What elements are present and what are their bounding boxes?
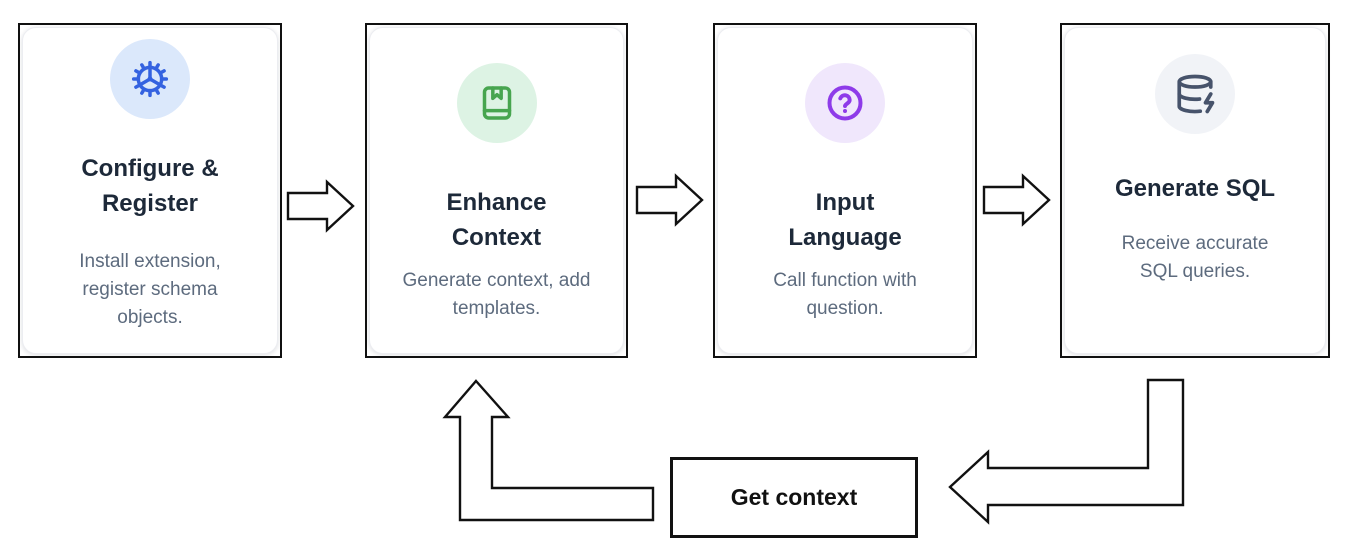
step-card-inner: Generate SQL Receive accurate SQL querie… — [1064, 27, 1326, 354]
step-card-enhance-context: Enhance Context Generate context, add te… — [365, 23, 628, 358]
get-context-label-box: Get context — [670, 457, 918, 538]
book-icon-circle — [456, 63, 537, 143]
step-description: Receive accurate SQL queries. — [1121, 233, 1269, 282]
step-card-inner: Enhance Context Generate context, add te… — [369, 27, 624, 354]
step-title: Generate SQL — [1114, 175, 1276, 202]
help-icon-circle — [805, 63, 885, 143]
book-marked-icon — [477, 83, 517, 123]
step-title: Enhance Context — [446, 189, 547, 251]
database-zap-icon — [1174, 73, 1216, 115]
elbow-arrow-down-left-from-generate-sql-icon — [948, 378, 1185, 525]
gear-icon — [130, 59, 170, 99]
step-title: Input Language — [788, 189, 902, 251]
elbow-arrow-up-to-enhance-context-icon — [442, 379, 655, 522]
step-description: Generate context, add templates. — [402, 270, 591, 319]
gear-icon-circle — [110, 39, 190, 119]
database-icon-circle — [1155, 54, 1235, 134]
step-description: Install extension, register schema objec… — [79, 251, 221, 328]
right-arrow-step2-step3-icon — [635, 173, 704, 227]
help-circle-icon — [825, 83, 865, 123]
step-card-configure-register: Configure & Register Install extension, … — [18, 23, 282, 358]
step-card-inner: Input Language Call function with questi… — [717, 27, 973, 354]
step-card-generate-sql: Generate SQL Receive accurate SQL querie… — [1060, 23, 1330, 358]
right-arrow-step1-step2-icon — [286, 179, 355, 233]
step-title: Configure & Register — [81, 155, 219, 217]
step-card-input-language: Input Language Call function with questi… — [713, 23, 977, 358]
right-arrow-step3-step4-icon — [982, 173, 1051, 227]
step-card-inner: Configure & Register Install extension, … — [22, 27, 278, 354]
get-context-label: Get context — [730, 484, 858, 510]
step-description: Call function with question. — [773, 270, 917, 319]
